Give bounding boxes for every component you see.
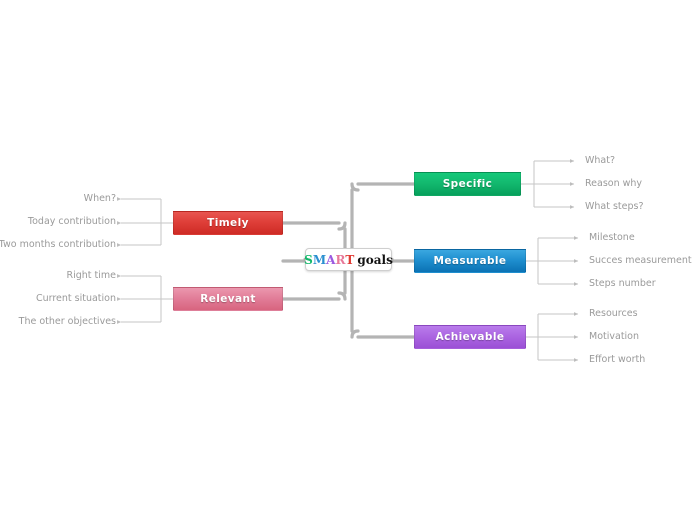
branch-node-timely[interactable]: Timely [173, 211, 283, 235]
leaf-relevant-1[interactable]: Right time [66, 270, 117, 281]
smart-letter-a: A [326, 252, 336, 267]
smart-letter-m: M [312, 252, 327, 267]
leaf-specific-3[interactable]: What steps? [585, 201, 644, 212]
trunk-left-corner-top [337, 221, 347, 231]
branch-node-specific[interactable]: Specific [414, 172, 521, 196]
twigs-relevant [116, 274, 173, 324]
twigs-measurable [526, 236, 579, 286]
leaf-relevant-2[interactable]: Current situation [35, 293, 116, 304]
leaf-timely-1[interactable]: When? [83, 193, 116, 204]
leaf-measurable-3[interactable]: Steps number [589, 278, 656, 289]
leaf-achievable-1[interactable]: Resources [589, 308, 638, 319]
trunk-left-corner-bottom [337, 291, 347, 301]
leaf-achievable-3[interactable]: Effort worth [589, 354, 646, 365]
leaf-timely-3[interactable]: Two months contribution [0, 239, 116, 250]
trunk-right-corner-top [350, 182, 360, 192]
leaf-specific-2[interactable]: Reason why [585, 178, 643, 189]
central-node-suffix: goals [357, 252, 393, 267]
branch-node-achievable[interactable]: Achievable [414, 325, 526, 349]
branch-node-relevant[interactable]: Relevant [173, 287, 283, 311]
trunk-right-corner-bottom [350, 329, 360, 339]
smart-letter-s: S [304, 252, 313, 267]
twigs-achievable [526, 312, 579, 362]
leaf-relevant-3[interactable]: The other objectives [18, 316, 116, 327]
leaf-achievable-2[interactable]: Motivation [589, 331, 640, 342]
leaf-measurable-2[interactable]: Succes measurement [589, 255, 692, 266]
twigs-timely [116, 197, 173, 247]
leaf-timely-2[interactable]: Today contribution [27, 216, 116, 227]
smart-letter-r: R [335, 252, 346, 267]
leaf-specific-1[interactable]: What? [585, 155, 616, 166]
smart-letter-t: T [345, 252, 355, 267]
branch-node-measurable[interactable]: Measurable [414, 249, 526, 273]
leaf-measurable-1[interactable]: Milestone [589, 232, 635, 243]
twigs-specific [521, 159, 575, 209]
